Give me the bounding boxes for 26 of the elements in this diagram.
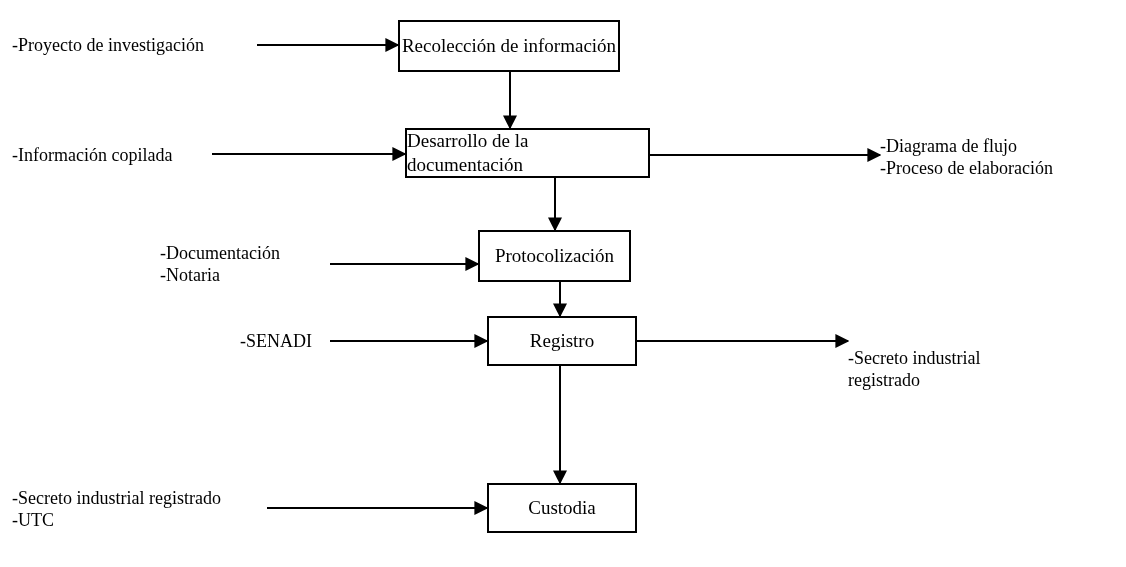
list-item: -Información copilada xyxy=(12,143,174,167)
list-item: -Documentación xyxy=(160,241,281,264)
list-item: -UTC xyxy=(12,509,55,532)
arrow xyxy=(266,501,489,515)
process-box: Registro xyxy=(487,316,637,366)
arrow xyxy=(503,71,517,130)
list-item: -Notaria xyxy=(160,264,221,287)
arrow xyxy=(649,148,882,162)
arrow xyxy=(211,147,407,161)
arrow xyxy=(553,365,567,485)
arrow xyxy=(329,257,480,271)
process-box: Protocolización xyxy=(478,230,631,282)
arrow xyxy=(256,38,400,52)
process-box: Custodia xyxy=(487,483,637,533)
list-item: -Secreto industrial registrado xyxy=(12,486,222,509)
arrow xyxy=(636,334,850,348)
process-box: Recolección de información xyxy=(398,20,620,72)
list-item: -Diagrama de flujo xyxy=(880,134,1018,157)
arrow xyxy=(548,177,562,232)
list-item: -Proyecto de investigación xyxy=(12,33,205,57)
process-box: Desarrollo de la documentación xyxy=(405,128,650,178)
list-item: -SENADI xyxy=(240,329,313,353)
list-item: -Proceso de elaboración xyxy=(880,157,1054,180)
arrow xyxy=(329,334,489,348)
list-item: -Secreto industrial registrado xyxy=(848,346,982,392)
arrow xyxy=(553,281,567,318)
